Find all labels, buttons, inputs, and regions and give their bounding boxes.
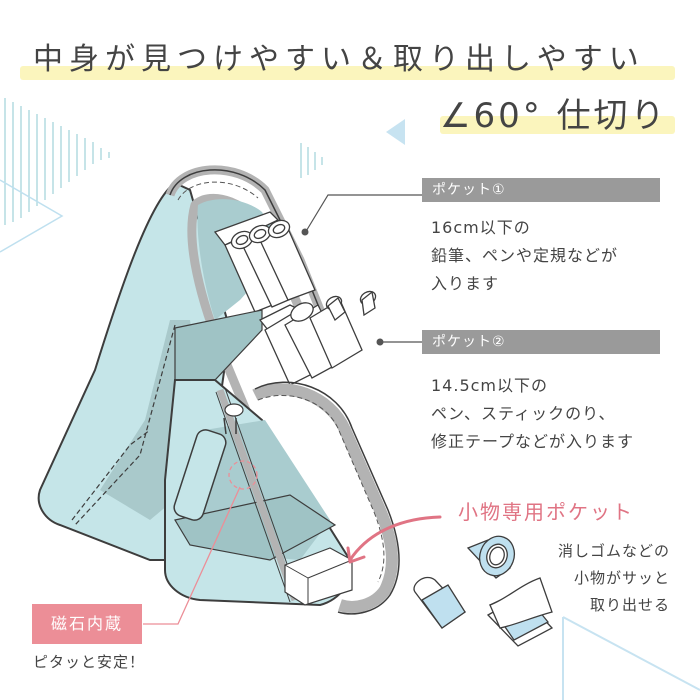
pocket1-label: ポケット① (422, 178, 660, 202)
page-subtitle: ∠60° 仕切り (440, 96, 668, 136)
small-pocket-arrow (348, 515, 442, 562)
magnet-caption: ピタッと安定！ (33, 653, 146, 671)
page-title: 中身が見つけやすい＆取り出しやすい (33, 42, 645, 77)
pocket1-description: 16cm以下の 鉛筆、ペンや定規などが 入ります (431, 218, 619, 293)
pocket1-callout-line (304, 194, 430, 234)
tape-icon (466, 535, 516, 579)
decorative-triangle-filled (386, 119, 405, 145)
small-pocket-title: 小物専用ポケット (458, 500, 634, 524)
sticky-notes-icon (486, 577, 554, 647)
pocket2-description: 14.5cm以下の ペン、スティックのり、 修正テープなどが入ります (431, 376, 635, 451)
magnet-callout-line (143, 486, 241, 625)
eraser-icon (413, 576, 466, 629)
title-highlight (20, 66, 675, 80)
decorative-stripes (4, 98, 110, 225)
pocket2-label: ポケット② (422, 330, 660, 354)
magnet-label: 磁石内蔵 (32, 604, 142, 644)
decorative-triangle-outline (0, 179, 64, 253)
small-pocket-description: 消しゴムなどの 小物がサッと 取り出せる (557, 542, 670, 614)
subtitle-highlight (440, 116, 675, 134)
